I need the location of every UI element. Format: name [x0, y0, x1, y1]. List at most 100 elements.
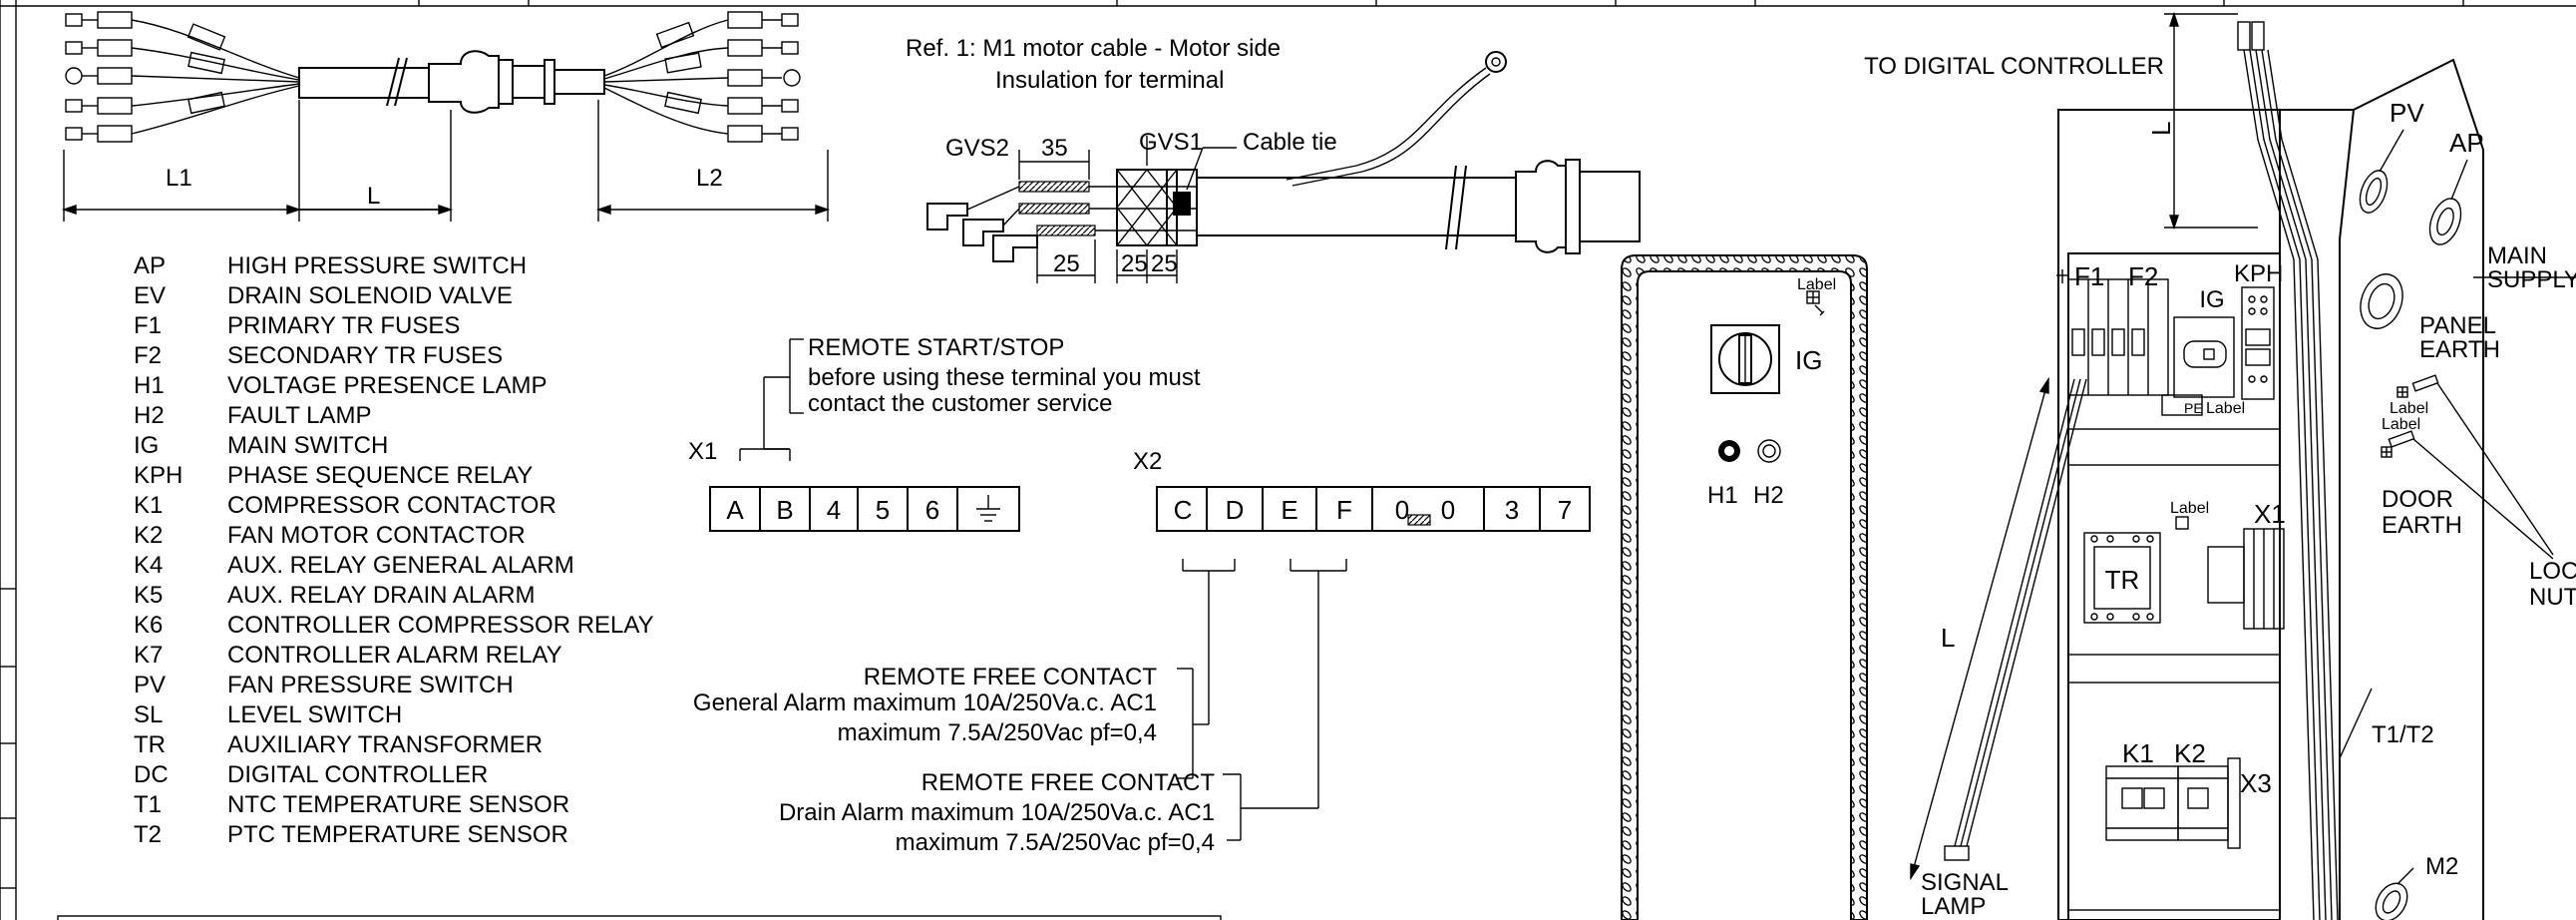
legend-code: T1 [134, 791, 162, 818]
cabinet-x3-label: X3 [2240, 768, 2272, 798]
legend-desc: DIGITAL CONTROLLER [227, 761, 488, 788]
door-label-text: Label [1797, 276, 1836, 293]
x1-terminal: A [726, 495, 744, 525]
legend-code: K1 [134, 492, 163, 519]
notes-box [57, 915, 1222, 920]
x1-note-line3: contact the customer service [808, 390, 1112, 417]
legend-code: T2 [134, 821, 162, 848]
cable-harness: L1 L L2 [61, 11, 831, 222]
cabinet-pv-label: PV [2390, 98, 2424, 128]
lock-nut-line2: NUT [2529, 584, 2576, 611]
drain-alarm-line2: Drain Alarm maximum 10A/250Va.c. AC1 [779, 799, 1215, 826]
transformer-tr [2083, 532, 2161, 624]
legend-code: K4 [134, 552, 163, 579]
phase-relay-kph [2241, 286, 2275, 400]
main-supply-line2: SUPPLY [2487, 266, 2576, 293]
legend-desc: AUX. RELAY GENERAL ALARM [227, 552, 574, 579]
legend-code: SL [134, 701, 163, 728]
contactors-k1-k2 [2105, 757, 2241, 849]
legend-code: H2 [134, 402, 165, 429]
pressure-switch-ap [2428, 159, 2468, 245]
dim-l-label: L [367, 183, 380, 210]
legend-code: EV [134, 282, 166, 309]
legend-desc: VOLTAGE PRESENCE LAMP [227, 372, 548, 399]
cable-tie-label: Cable tie [1243, 129, 1337, 156]
legend-desc: NTC TEMPERATURE SENSOR [227, 791, 569, 818]
legend-desc: PTC TEMPERATURE SENSOR [227, 821, 568, 848]
earth-label-tag2: Label [2382, 416, 2420, 433]
electrical-cabinet: TO DIGITAL CONTROLLER L [1864, 11, 2576, 920]
door-panel: Label IG H1 H2 [1621, 254, 1868, 920]
x1-strip-label: X1 [688, 438, 717, 465]
general-alarm-line2: General Alarm maximum 10A/250Va.c. AC1 [693, 690, 1157, 716]
cabinet-pe-label: PE [2184, 400, 2203, 416]
cabinet-ap-label: AP [2449, 128, 2484, 158]
x1-note-line2: before using these terminal you must [808, 364, 1201, 391]
x1-terminal: 6 [925, 495, 939, 525]
dim-25c-label: 25 [1151, 250, 1178, 277]
dim-25a-label: 25 [1053, 250, 1080, 277]
legend-code: H1 [134, 372, 165, 399]
cabinet-tr-tag: Label [2170, 500, 2209, 517]
legend-code: IG [134, 432, 159, 459]
x1-terminal: 5 [876, 495, 890, 525]
ref-note-line1: Ref. 1: M1 motor cable - Motor side [906, 35, 1281, 62]
legend-desc: FAULT LAMP [227, 402, 372, 429]
main-switch-ig [1710, 324, 1780, 394]
legend-code: TR [134, 731, 166, 758]
signal-lamp-line1: SIGNAL [1921, 869, 2009, 896]
fuse-block-f1-f2 [2056, 269, 2169, 396]
dim-35-label: 35 [1041, 135, 1068, 162]
ref-note-line2: Insulation for terminal [995, 67, 1224, 94]
lamp-h1-icon [1718, 440, 1740, 462]
cabinet-f2-label: F2 [2128, 261, 2158, 291]
legend-code: F1 [134, 312, 162, 339]
cabinet-f1-label: F1 [2074, 261, 2104, 291]
legend-desc: CONTROLLER COMPRESSOR RELAY [227, 612, 654, 639]
signal-lamp-line2: LAMP [1921, 893, 1986, 920]
cabinet-kph-label: KPH [2234, 260, 2283, 287]
x2-strip-label: X2 [1133, 448, 1162, 475]
terminal-strip-x2: X2 C D E F 0 0 3 7 [693, 448, 1591, 856]
x2-terminal: 0 [1395, 495, 1409, 525]
legend-desc: MAIN SWITCH [227, 432, 388, 459]
motor-cable-detail: Ref. 1: M1 motor cable - Motor side Insu… [906, 35, 1641, 283]
earth-screw-icon [2381, 374, 2554, 560]
main-supply-gland [2360, 273, 2576, 329]
door-ig-label: IG [1795, 345, 1822, 375]
earth-label-tag1: Label [2390, 400, 2428, 417]
motor-m2-icon [2375, 867, 2414, 920]
cabinet-x1-label: X1 [2254, 499, 2286, 529]
x2-terminal: 7 [1558, 495, 1572, 525]
general-alarm-line1: REMOTE FREE CONTACT [864, 664, 1158, 690]
main-supply-line1: MAIN [2487, 242, 2547, 269]
lamp-h2-icon [1757, 439, 1781, 463]
legend-desc: AUX. RELAY DRAIN ALARM [227, 582, 536, 609]
legend-desc: SECONDARY TR FUSES [227, 342, 503, 369]
terminal-strip-x1: REMOTE START/STOP before using these ter… [688, 334, 1201, 532]
door-h2-label: H2 [1753, 482, 1784, 509]
x2-terminal: F [1336, 495, 1352, 525]
x2-terminal: E [1281, 495, 1297, 525]
legend-code: AP [134, 252, 166, 279]
general-alarm-line3: maximum 7.5A/250Vac pf=0,4 [838, 719, 1157, 746]
legend-desc: COMPRESSOR CONTACTOR [227, 492, 556, 519]
component-legend: AP HIGH PRESSURE SWITCH EV DRAIN SOLENOI… [134, 252, 654, 848]
main-switch-body [2161, 316, 2235, 416]
label-marker-icon [1806, 290, 1825, 316]
legend-desc: AUXILIARY TRANSFORMER [227, 731, 543, 758]
cabinet-ig-label: IG [2199, 286, 2224, 313]
lock-nut-line1: LOCK [2529, 558, 2576, 585]
legend-code: K2 [134, 522, 163, 549]
cabinet-dim-l-diagonal: L [1941, 623, 1955, 653]
cabinet-k2-label: K2 [2174, 738, 2206, 768]
legend-code: KPH [134, 462, 183, 489]
door-earth-line1: DOOR [2382, 486, 2453, 513]
legend-code: F2 [134, 342, 162, 369]
legend-desc: HIGH PRESSURE SWITCH [227, 252, 527, 279]
legend-desc: PHASE SEQUENCE RELAY [227, 462, 533, 489]
drain-alarm-line3: maximum 7.5A/250Vac pf=0,4 [896, 829, 1215, 856]
cabinet-t1t2-label: T1/T2 [2372, 721, 2434, 748]
cabinet-pe-tag: Label [2206, 400, 2245, 417]
